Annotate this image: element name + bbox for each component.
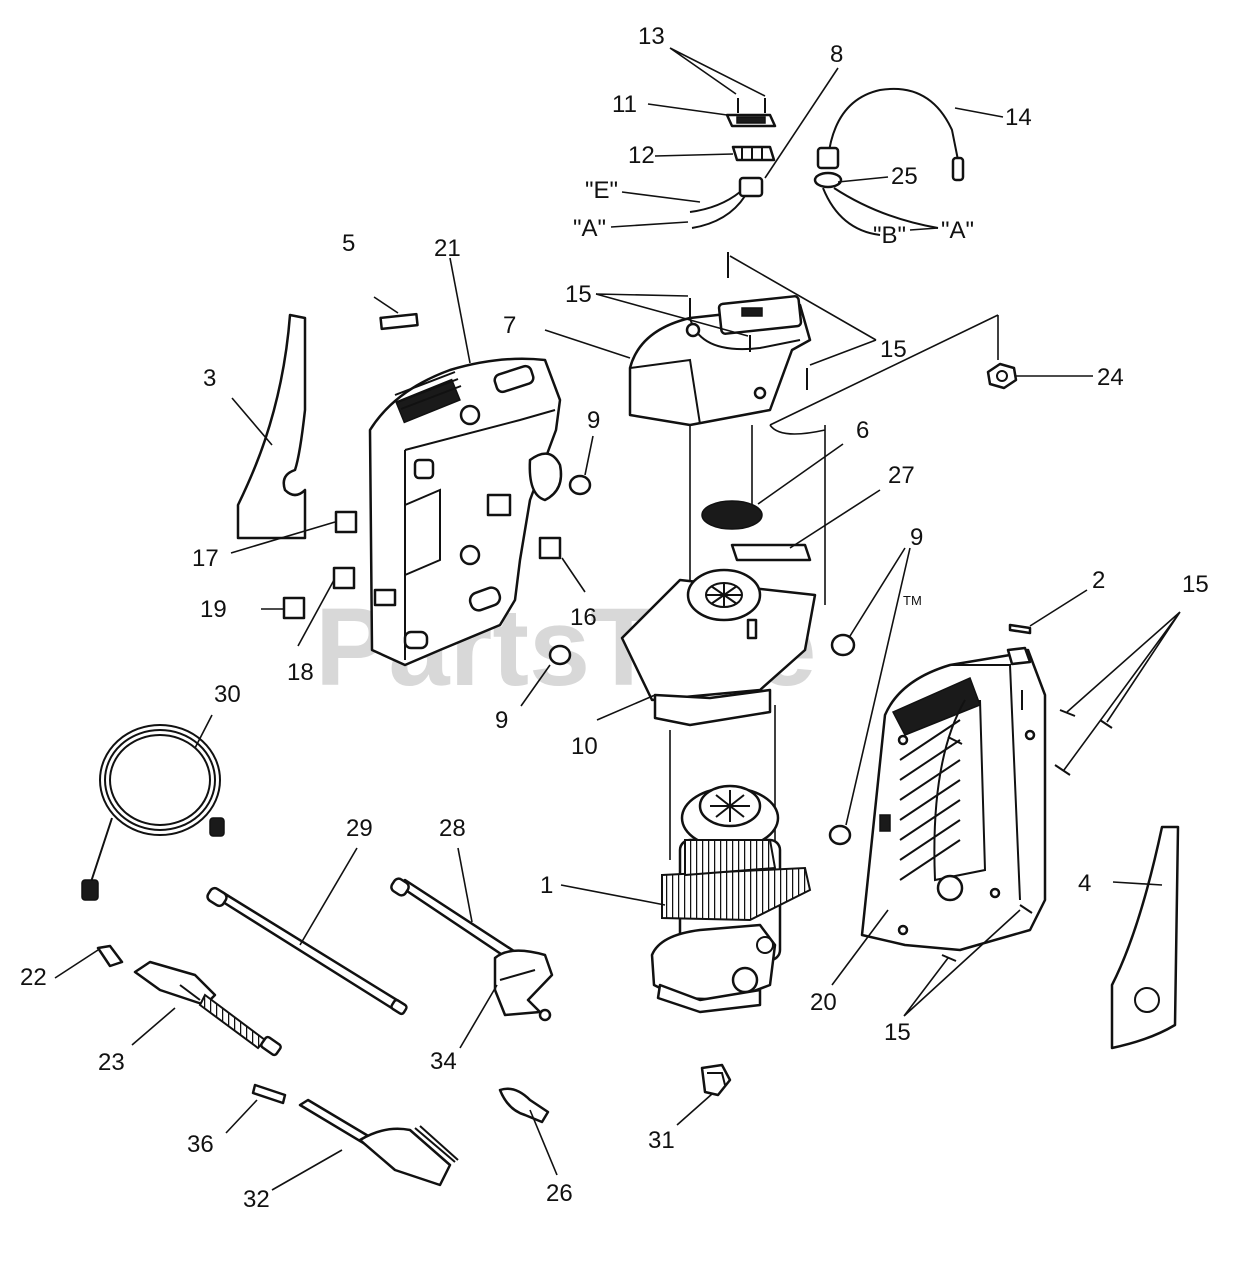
callout-30: 30 [214, 681, 241, 708]
part-15-screws-front [941, 709, 1113, 962]
callout-2: 2 [1092, 567, 1105, 594]
part-2-small-label [1008, 623, 1032, 635]
callout-12: 12 [628, 142, 655, 169]
callout-15-bottom: 15 [884, 1019, 911, 1046]
part-30-hose [81, 724, 225, 901]
callout-1: 1 [540, 872, 553, 899]
callout-21: 21 [434, 235, 461, 262]
callout-18: 18 [287, 659, 314, 686]
callout-A-left: "A" [573, 215, 606, 242]
part-19-label [282, 596, 306, 620]
part-9-bushing-a [568, 474, 592, 496]
part-8-wire-harness [689, 176, 764, 229]
part-18-label [332, 566, 356, 590]
callout-6: 6 [856, 417, 869, 444]
callout-8: 8 [830, 41, 843, 68]
callout-22: 22 [20, 964, 47, 991]
callout-labels: 13 8 11 14 12 25 "E" "A" "A" "B" 5 21 15… [20, 23, 1209, 1213]
part-9-bushing-b [548, 644, 572, 666]
callout-5: 5 [342, 230, 355, 257]
callout-15-top: 15 [565, 281, 592, 308]
part-12-switch [731, 145, 776, 162]
callout-11: 11 [612, 91, 637, 118]
part-28-gun-lance [390, 877, 522, 964]
callout-15-far-right: 15 [1182, 571, 1209, 598]
callout-4: 4 [1078, 870, 1091, 897]
callout-9-right: 9 [910, 524, 923, 551]
callout-19: 19 [200, 596, 227, 623]
callout-9-bottom: 9 [495, 707, 508, 734]
part-24-nut [986, 362, 1018, 390]
callout-3: 3 [203, 365, 216, 392]
leader-lines [54, 47, 1181, 1191]
part-14-power-cord [813, 87, 965, 236]
part-6-filter-disc [701, 500, 763, 530]
part-15-screws-top [689, 252, 808, 390]
part-10-fan-base [620, 568, 817, 727]
callout-27: 27 [888, 462, 915, 489]
callout-36: 36 [187, 1131, 214, 1158]
callout-B: "B" [873, 222, 906, 249]
callout-34: 34 [430, 1048, 457, 1075]
callout-15-right: 15 [880, 336, 907, 363]
part-21-rear-housing [368, 357, 563, 667]
part-27-gasket [730, 543, 812, 562]
part-9-bushing-d [828, 824, 852, 846]
callout-16: 16 [570, 604, 597, 631]
callout-17: 17 [192, 545, 219, 572]
trademark-mark: TM [903, 593, 922, 608]
part-5-label [379, 312, 419, 331]
callout-24: 24 [1097, 364, 1124, 391]
callout-29: 29 [346, 815, 373, 842]
part-17-label [334, 510, 358, 534]
callout-31: 31 [648, 1127, 675, 1154]
part-4-right-decal [1110, 825, 1180, 1050]
callout-26: 26 [546, 1180, 573, 1207]
part-23-spray-wand [133, 960, 282, 1057]
part-7-motor-cover [628, 295, 812, 427]
part-3-left-decal [236, 313, 307, 540]
callout-32: 32 [243, 1186, 270, 1213]
part-22-fitting [96, 944, 124, 968]
part-32-brush [298, 1098, 459, 1187]
part-31-fitting [700, 1063, 732, 1097]
part-29-lance [206, 886, 408, 1016]
callout-10: 10 [571, 733, 598, 760]
part-13-screws [737, 98, 766, 113]
callout-14: 14 [1005, 104, 1032, 131]
callout-23: 23 [98, 1049, 125, 1076]
part-16-label [538, 536, 562, 560]
part-9-bushing-c [830, 633, 856, 657]
callout-13: 13 [638, 23, 665, 50]
callout-E: "E" [585, 177, 618, 204]
part-1-motor-pump [650, 784, 812, 1014]
callout-25: 25 [891, 163, 918, 190]
part-36-adapter [251, 1083, 287, 1105]
part-11-switch-plate [725, 113, 777, 128]
callout-28: 28 [439, 815, 466, 842]
part-20-front-housing [860, 646, 1047, 952]
callout-7: 7 [503, 312, 516, 339]
alignment-lines [669, 314, 999, 870]
callout-20: 20 [810, 989, 837, 1016]
callout-A-right: "A" [941, 217, 974, 244]
callout-9-top: 9 [587, 407, 600, 434]
part-34-trigger-gun [493, 949, 554, 1022]
part-26-nozzle [498, 1087, 550, 1124]
